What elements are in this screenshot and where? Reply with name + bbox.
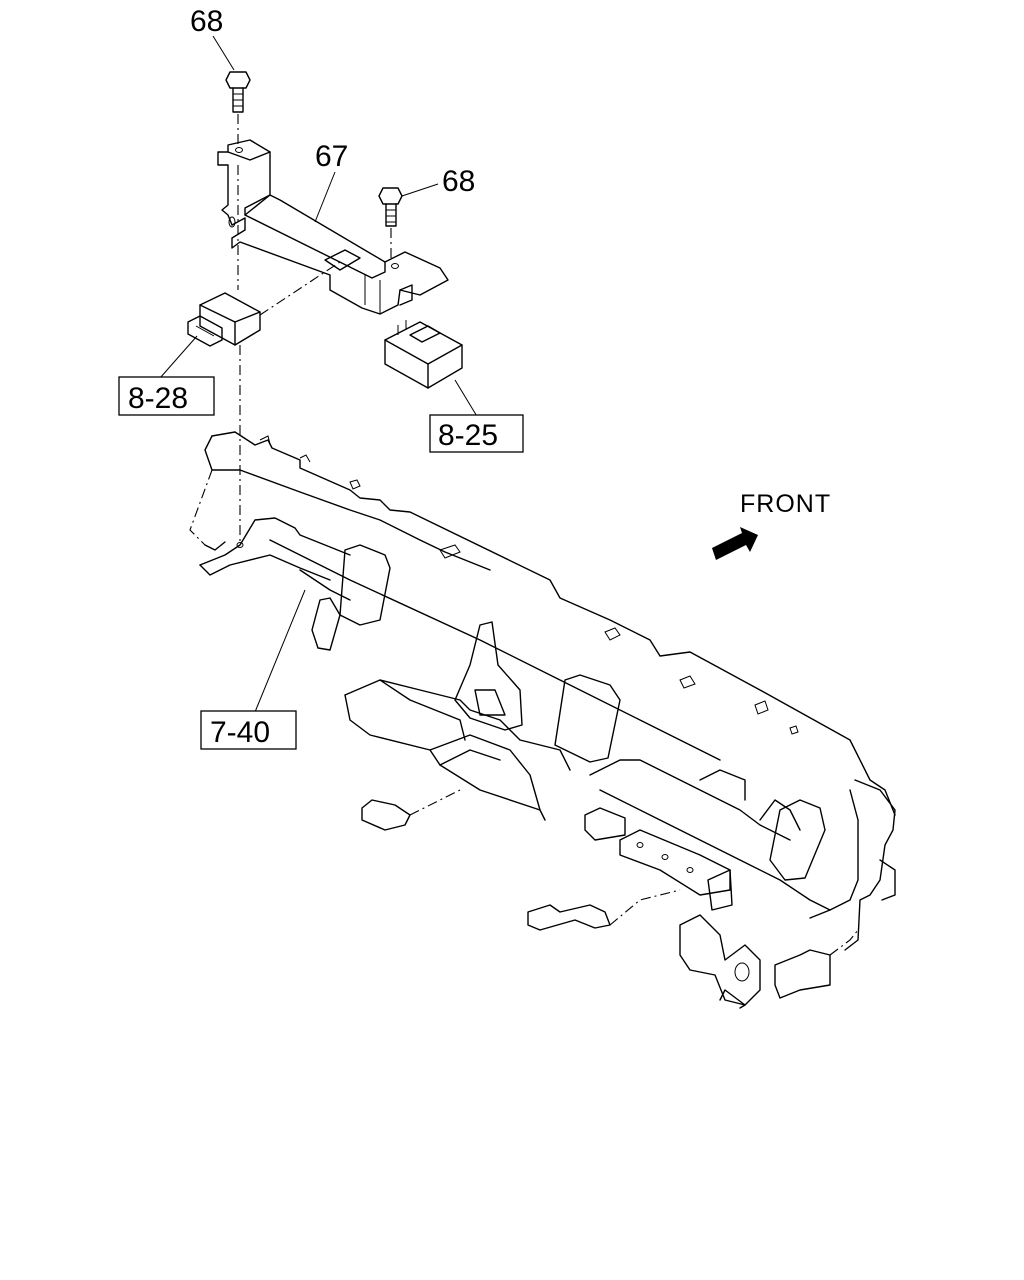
leader-bolt-right: [401, 183, 439, 197]
label-bracket: 67: [315, 140, 348, 173]
leader-relay-left: [159, 335, 198, 379]
assembly-lines: [237, 114, 392, 545]
relay-right: [384, 320, 463, 389]
label-bolt-right: 68: [442, 165, 475, 198]
relay-left: [187, 292, 261, 347]
dash-frame: [189, 431, 896, 1009]
leader-dash-frame: [254, 589, 306, 713]
bolt-right: [378, 187, 403, 227]
bracket: [217, 139, 449, 315]
label-box-dash-frame: [200, 710, 297, 750]
leader-relay-right: [454, 379, 479, 419]
label-relay-left: 8-28: [128, 382, 188, 415]
front-arrow-icon: [712, 527, 758, 560]
label-box-relay-left: [118, 376, 215, 416]
label-dash-frame: 7-40: [210, 716, 270, 749]
bolt-top: [225, 71, 251, 113]
leader-bracket: [314, 171, 336, 223]
label-front: FRONT: [740, 490, 831, 518]
label-relay-right: 8-25: [438, 419, 498, 452]
label-box-relay-right: [429, 414, 524, 453]
leader-bolt-top: [212, 35, 235, 71]
label-bolt-top: 68: [190, 5, 223, 38]
